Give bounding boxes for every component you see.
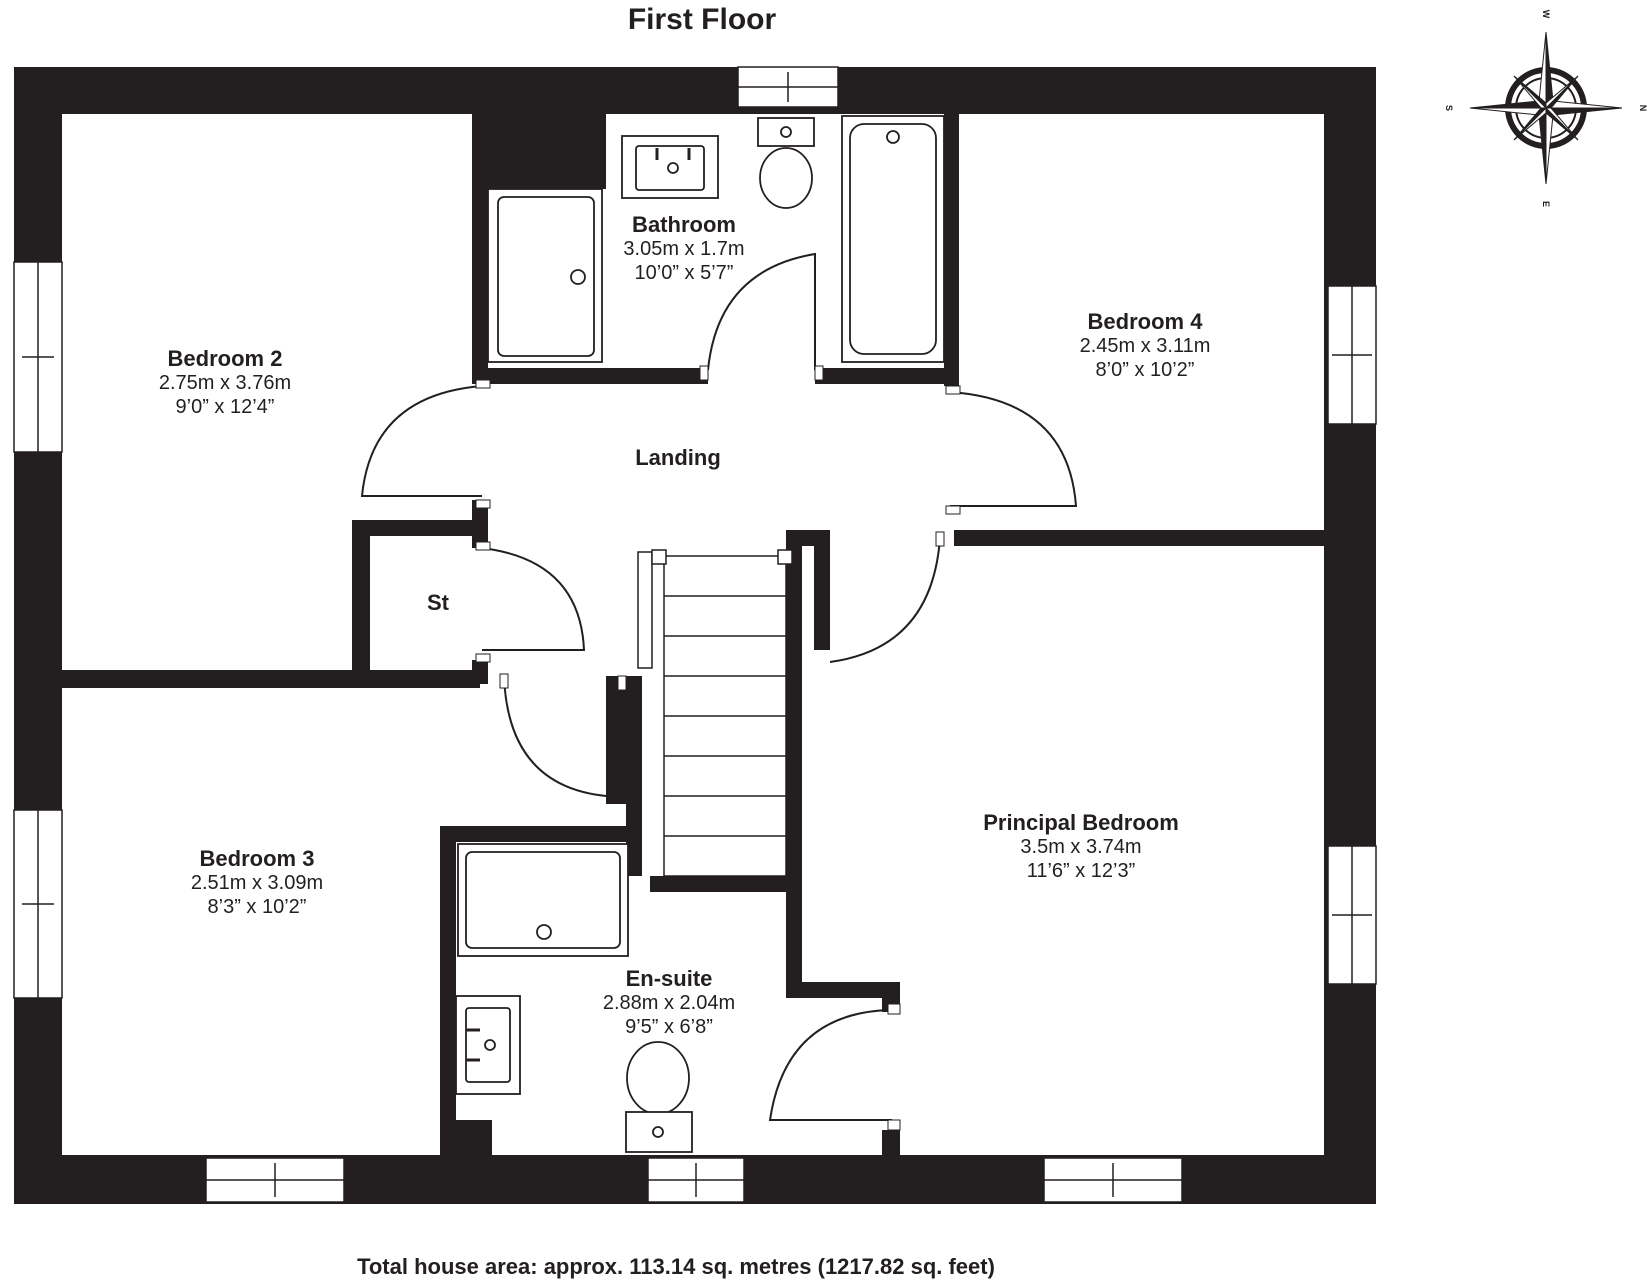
wall-bed4-bottom — [954, 530, 1326, 546]
window-bedroom2 — [13, 261, 63, 453]
wall-bathroom-left-block — [472, 114, 606, 189]
bathroom-toilet — [757, 117, 815, 209]
wall-store-right — [472, 500, 488, 548]
outer-wall-top — [14, 67, 1376, 114]
window-bedroom4 — [1327, 285, 1377, 425]
compass-east: E — [1541, 201, 1551, 207]
wall-ensuite-right-step — [786, 982, 900, 998]
wall-store-left — [352, 520, 370, 680]
outer-wall-left — [14, 67, 62, 1204]
room-metric: 3.5m x 3.74m — [1020, 835, 1142, 858]
wall-bathroom-bottom-right — [815, 368, 955, 384]
ensuite-basin — [455, 995, 521, 1095]
room-metric: 2.75m x 3.76m — [158, 371, 292, 394]
stair-bannister — [637, 551, 653, 669]
window-ensuite-bottom — [647, 1157, 745, 1203]
wall-principal-left — [814, 530, 830, 650]
room-label-bathroom: Bathroom 3.05m x 1.7m 10’0” x 5’7” — [623, 212, 744, 285]
bathroom-shower-tray — [487, 188, 603, 363]
ensuite-toilet — [625, 1041, 693, 1153]
room-label-ensuite: En-suite 2.88m x 2.04m 9’5” x 6’8” — [603, 966, 735, 1039]
window-principal-bottom — [1043, 1157, 1183, 1203]
room-name: Principal Bedroom — [983, 810, 1179, 835]
outer-wall-right — [1324, 67, 1376, 1204]
wall-ensuite-left-block — [440, 1120, 492, 1156]
compass-north: N — [1638, 105, 1648, 112]
room-name: Landing — [635, 445, 721, 470]
room-metric: 2.51m x 3.09m — [190, 871, 324, 894]
window-bedroom3 — [13, 809, 63, 999]
room-imperial: 11’6” x 12’3” — [1026, 859, 1136, 882]
wall-ensuite-left — [440, 826, 456, 1156]
wall-store-right-low — [472, 660, 488, 684]
staircase — [637, 549, 793, 877]
room-label-landing: Landing — [635, 445, 721, 471]
wall-stair-bottom — [650, 876, 800, 892]
door-bedroom2 — [360, 385, 483, 497]
fixtures — [455, 115, 945, 1153]
room-name: St — [427, 590, 449, 615]
wall-bathroom-left — [472, 114, 488, 384]
room-label-principal-bedroom: Principal Bedroom 3.5m x 3.74m 11’6” x 1… — [983, 810, 1179, 883]
total-area-footer: Total house area: approx. 113.14 sq. met… — [357, 1254, 995, 1279]
wall-stair-center-top — [786, 530, 816, 546]
window-bathroom-top — [737, 66, 839, 108]
doors — [360, 252, 1078, 1131]
room-label-store: St — [427, 590, 449, 616]
room-imperial: 8’0” x 10’2” — [1095, 358, 1195, 381]
room-imperial: 9’0” x 12’4” — [175, 395, 275, 418]
room-name: Bedroom 4 — [1087, 309, 1203, 334]
wall-ensuite-top — [440, 826, 642, 842]
window-principal-right — [1327, 845, 1377, 985]
room-name: Bedroom 3 — [199, 846, 315, 871]
room-label-bedroom2: Bedroom 2 2.75m x 3.76m 9’0” x 12’4” — [159, 346, 291, 419]
compass-west: W — [1541, 10, 1551, 19]
room-imperial: 9’5” x 6’8” — [625, 1015, 713, 1038]
bathroom-bathtub — [841, 115, 945, 363]
room-metric: 2.45m x 3.11m — [1079, 334, 1211, 357]
room-label-bedroom3: Bedroom 3 2.51m x 3.09m 8’3” x 10’2” — [191, 846, 323, 919]
wall-stair-center — [786, 530, 802, 892]
room-name: Bathroom — [632, 212, 736, 237]
door-bathroom — [707, 252, 816, 371]
door-principal — [829, 537, 941, 663]
door-store — [481, 547, 586, 651]
wall-landing-stub — [606, 676, 626, 804]
wall-bathroom-right — [944, 114, 959, 386]
wall-ensuite-right — [786, 876, 802, 986]
bathroom-basin — [621, 135, 719, 199]
door-ensuite — [768, 1009, 893, 1121]
page-title: First Floor — [627, 3, 777, 36]
room-label-bedroom4: Bedroom 4 2.45m x 3.11m 8’0” x 10’2” — [1080, 309, 1211, 382]
door-bedroom3 — [503, 675, 607, 797]
windows — [13, 66, 1377, 1203]
wall-bed2-bottom — [60, 670, 480, 688]
room-name: Bedroom 2 — [167, 346, 283, 371]
door-bedroom4 — [949, 391, 1078, 507]
window-bedroom3-bottom — [205, 1157, 345, 1203]
compass-south: S — [1444, 105, 1454, 111]
room-metric: 2.88m x 2.04m — [602, 991, 736, 1014]
room-imperial: 10’0” x 5’7” — [634, 261, 734, 284]
room-metric: 3.05m x 1.7m — [623, 237, 745, 260]
compass-rose-icon: W E N S — [1444, 10, 1648, 207]
ensuite-shower-tray — [457, 843, 629, 957]
room-name: En-suite — [625, 966, 713, 991]
room-imperial: 8’3” x 10’2” — [207, 895, 307, 918]
wall-bathroom-bottom — [472, 368, 708, 384]
wall-store-top — [352, 520, 488, 536]
wall-ensuite-right-low — [882, 1130, 900, 1158]
